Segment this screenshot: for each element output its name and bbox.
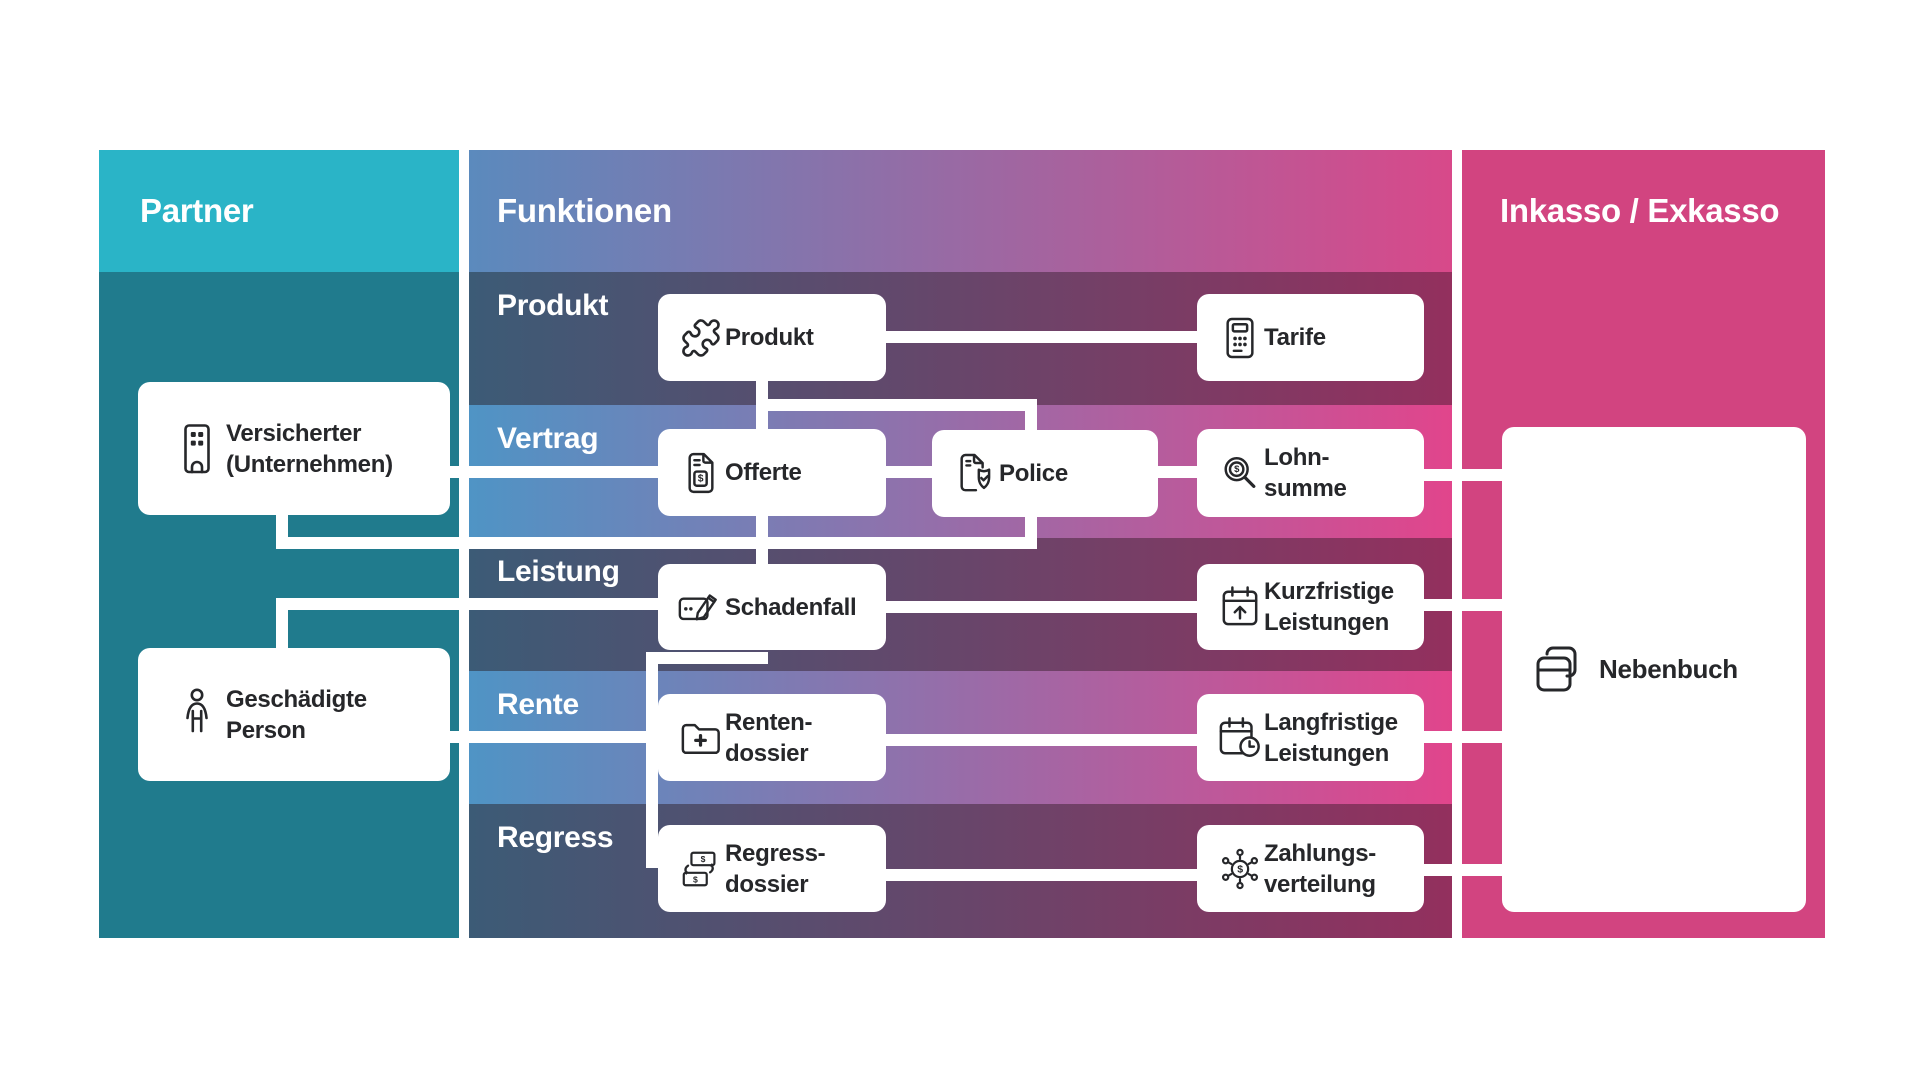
node-regressdossier-label-line2: dossier [725,870,809,898]
node-langfristige-label-line2: Leistungen [1264,739,1390,767]
connector-police-bottom-vertical [1025,515,1037,549]
building-icon [168,423,226,475]
document-dollar-icon: $ [677,451,725,495]
node-zahlungsverteilung: $ Zahlungs- verteilung [1197,825,1424,912]
connector-schadenfall-kurzfristige [867,601,1197,613]
node-lohnsumme-label-line2: summe [1264,475,1347,502]
connector-versicherter-police-horizontal [276,537,1037,549]
row-label-leistung: Leistung [497,555,620,588]
node-langfristige-label-line1: Langfristige [1264,708,1398,736]
row-label-produkt: Produkt [497,289,609,322]
node-zahlungsverteilung-label-line2: verteilung [1264,870,1376,898]
node-offerte-label: Offerte [725,459,802,486]
partner-header: Partner [99,150,459,272]
svg-text:$: $ [1237,863,1243,875]
puzzle-icon [677,317,725,359]
connector-lohnsumme-nebenbuch [1405,469,1502,481]
connector-geschaedigte-rentendossier [420,731,658,743]
node-produkt-label: Produkt [725,324,814,351]
connector-regress-zahlungsverteilung [867,869,1197,881]
connector-versicherter-offerte [420,466,658,478]
node-police: Police [932,430,1158,517]
node-rentendossier: Renten- dossier [658,694,886,781]
node-kurzfristige-leistungen: Kurzfristige Leistungen [1197,564,1424,650]
svg-text:$: $ [693,874,698,884]
node-versicherter: Versicherter (Unternehmen) [138,382,450,515]
node-geschaedigte-label-line1: Geschädigte [226,685,367,713]
inkasso-title: Inkasso / Exkasso [1500,192,1780,229]
ledger-copy-icon [1523,641,1599,699]
svg-text:$: $ [698,473,704,484]
node-versicherter-label-line2: (Unternehmen) [226,450,393,478]
node-produkt: Produkt [658,294,886,381]
connector-produkt-tarife [867,331,1197,343]
connector-zahlungsverteilung-nebenbuch [1405,864,1502,876]
svg-text:$: $ [1234,464,1240,475]
svg-text:$: $ [701,854,706,864]
document-shield-check-icon [951,452,999,496]
payment-distribution-icon: $ [1216,847,1264,891]
node-zahlungsverteilung-label-line1: Zahlungs- [1264,839,1376,867]
magnifier-dollar-icon: $ [1216,452,1264,494]
calendar-clock-icon [1216,716,1264,760]
node-geschaedigte-label-line2: Person [226,716,306,744]
connector-geschaedigte-schadenfall [276,598,658,610]
row-label-regress: Regress [497,821,614,854]
node-tarife: Tarife [1197,294,1424,381]
connector-geschaedigte-up [276,598,288,650]
connector-schadenfall-regress-vertical [646,652,658,868]
partner-title: Partner [140,192,254,229]
folder-plus-icon [677,719,725,757]
node-tarife-label: Tarife [1264,324,1326,351]
person-icon [168,687,226,743]
node-geschaedigte-person: Geschädigte Person [138,648,450,781]
node-lohnsumme-label-line1: Lohn- [1264,444,1330,471]
connector-produkt-police-vertical [1025,403,1037,432]
calendar-arrow-up-icon [1216,585,1264,629]
node-nebenbuch-label: Nebenbuch [1599,654,1738,684]
connector-rentendossier-langfristige [867,734,1197,746]
row-label-rente: Rente [497,688,579,721]
connector-kurzfristige-nebenbuch [1405,599,1502,611]
node-lohnsumme: $ Lohn- summe [1197,429,1424,517]
connector-produkt-police-horizontal [756,399,1037,411]
connector-langfristige-nebenbuch [1405,731,1502,743]
calculator-icon [1216,316,1264,360]
node-offerte: $ Offerte [658,429,886,516]
node-kurzfristige-label-line1: Kurzfristige [1264,578,1394,605]
funktionen-title: Funktionen [497,192,672,229]
row-label-vertrag: Vertrag [497,422,599,455]
node-rentendossier-label-line1: Renten- [725,708,813,736]
node-regressdossier-label-line1: Regress- [725,839,826,867]
connector-schadenfall-regress-jog [646,652,768,664]
connector-offerte-schadenfall [756,514,768,566]
node-schadenfall-label: Schadenfall [725,593,857,621]
node-kurzfristige-label-line2: Leistungen [1264,609,1390,636]
inkasso-header: Inkasso / Exkasso [1462,150,1825,272]
claim-form-pencil-icon [677,588,725,626]
node-regressdossier: $ $ Regress- dossier [658,825,886,912]
funktionen-header: Funktionen [469,150,1452,272]
money-exchange-icon: $ $ [677,849,725,889]
node-versicherter-label-line1: Versicherter [226,419,362,447]
node-schadenfall: Schadenfall [658,564,886,650]
node-rentendossier-label-line2: dossier [725,739,809,767]
node-police-label: Police [999,460,1068,487]
node-langfristige-leistungen: Langfristige Leistungen [1197,694,1424,781]
node-nebenbuch: Nebenbuch [1502,427,1806,912]
